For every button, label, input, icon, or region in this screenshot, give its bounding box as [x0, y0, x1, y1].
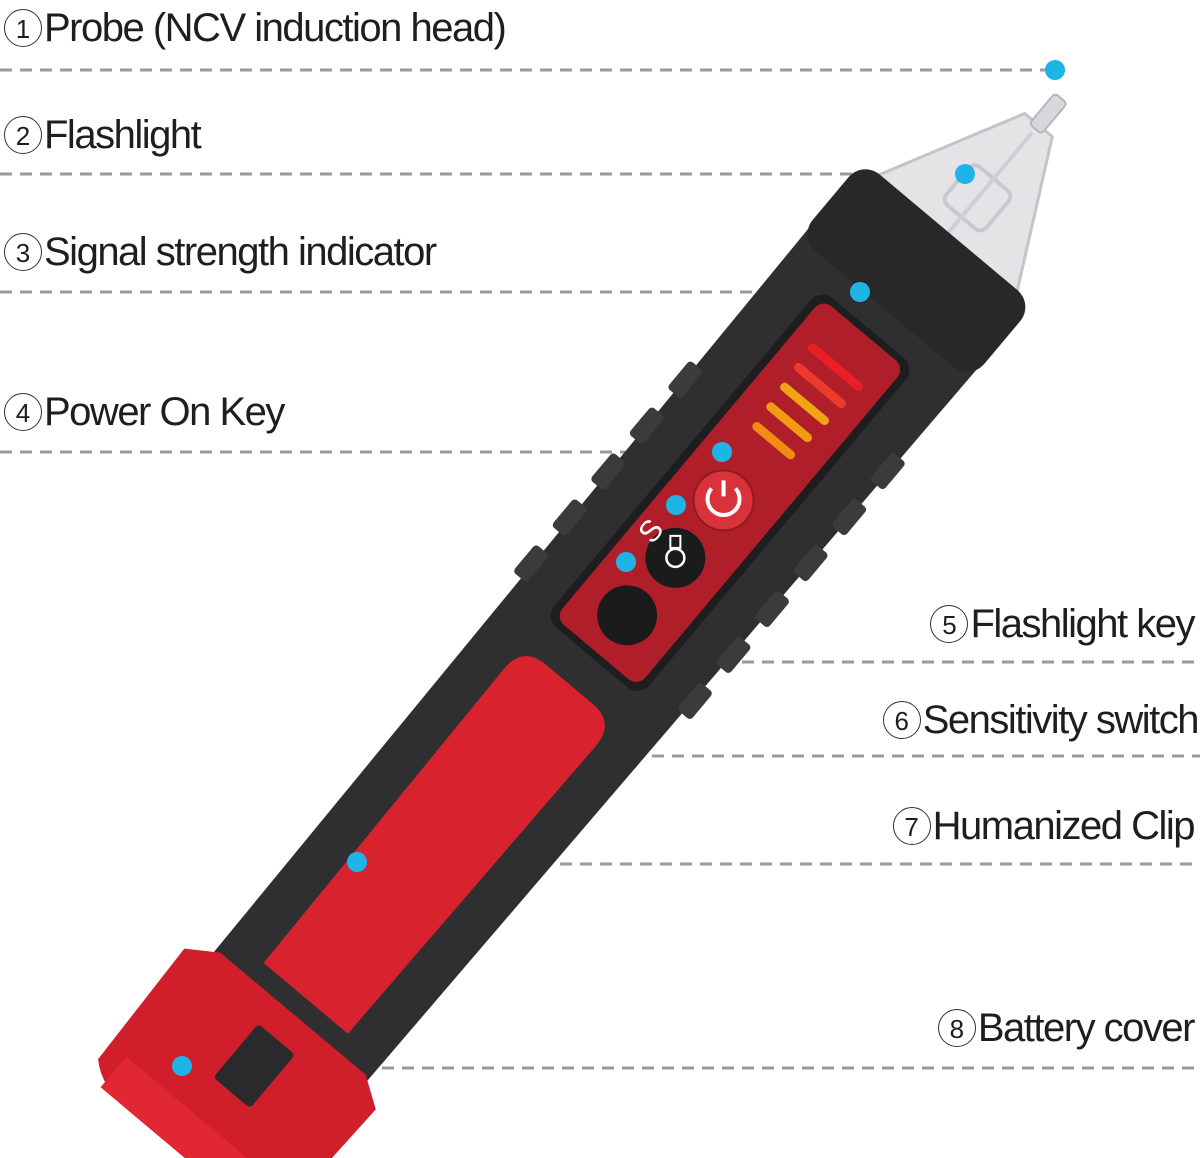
label-text: Flashlight: [44, 113, 202, 157]
marker-dot-flashlight: [955, 164, 975, 184]
marker-dots: [172, 60, 1065, 1076]
signal-strength-bars: [752, 343, 863, 460]
label-text: Flashlight key: [970, 602, 1195, 646]
marker-dot-clip: [347, 852, 367, 872]
pen-body: [81, 93, 1067, 1158]
sensitivity-switch-button[interactable]: [585, 573, 670, 658]
label-number: 8: [937, 1009, 976, 1047]
battery-cover[interactable]: [81, 933, 388, 1158]
humanized-clip: [263, 656, 605, 1034]
marker-dot-probe: [1045, 60, 1065, 80]
label-number: 5: [930, 605, 969, 643]
label-text: Power On Key: [44, 390, 285, 434]
label-number: 7: [892, 807, 931, 845]
label-text: Probe (NCV induction head): [44, 6, 507, 50]
label-number: 4: [4, 393, 42, 431]
label-text: Sensitivity switch: [922, 698, 1200, 742]
marker-dot-power: [712, 442, 732, 462]
label-number: 3: [4, 233, 42, 271]
label-text: Battery cover: [977, 1006, 1196, 1050]
label-text: Humanized Clip: [932, 804, 1196, 848]
marker-dot-signal: [850, 282, 870, 302]
marker-dot-battery: [172, 1056, 192, 1076]
label-number: 1: [4, 9, 42, 47]
label-text: Signal strength indicator: [44, 230, 437, 274]
label-number: 6: [882, 701, 921, 739]
marker-dot-flashlight-key: [666, 495, 686, 515]
label-number: 2: [4, 116, 42, 154]
flashlight-key-button[interactable]: [633, 516, 718, 601]
marker-dot-sensitivity: [616, 552, 636, 572]
power-button[interactable]: [681, 458, 766, 543]
